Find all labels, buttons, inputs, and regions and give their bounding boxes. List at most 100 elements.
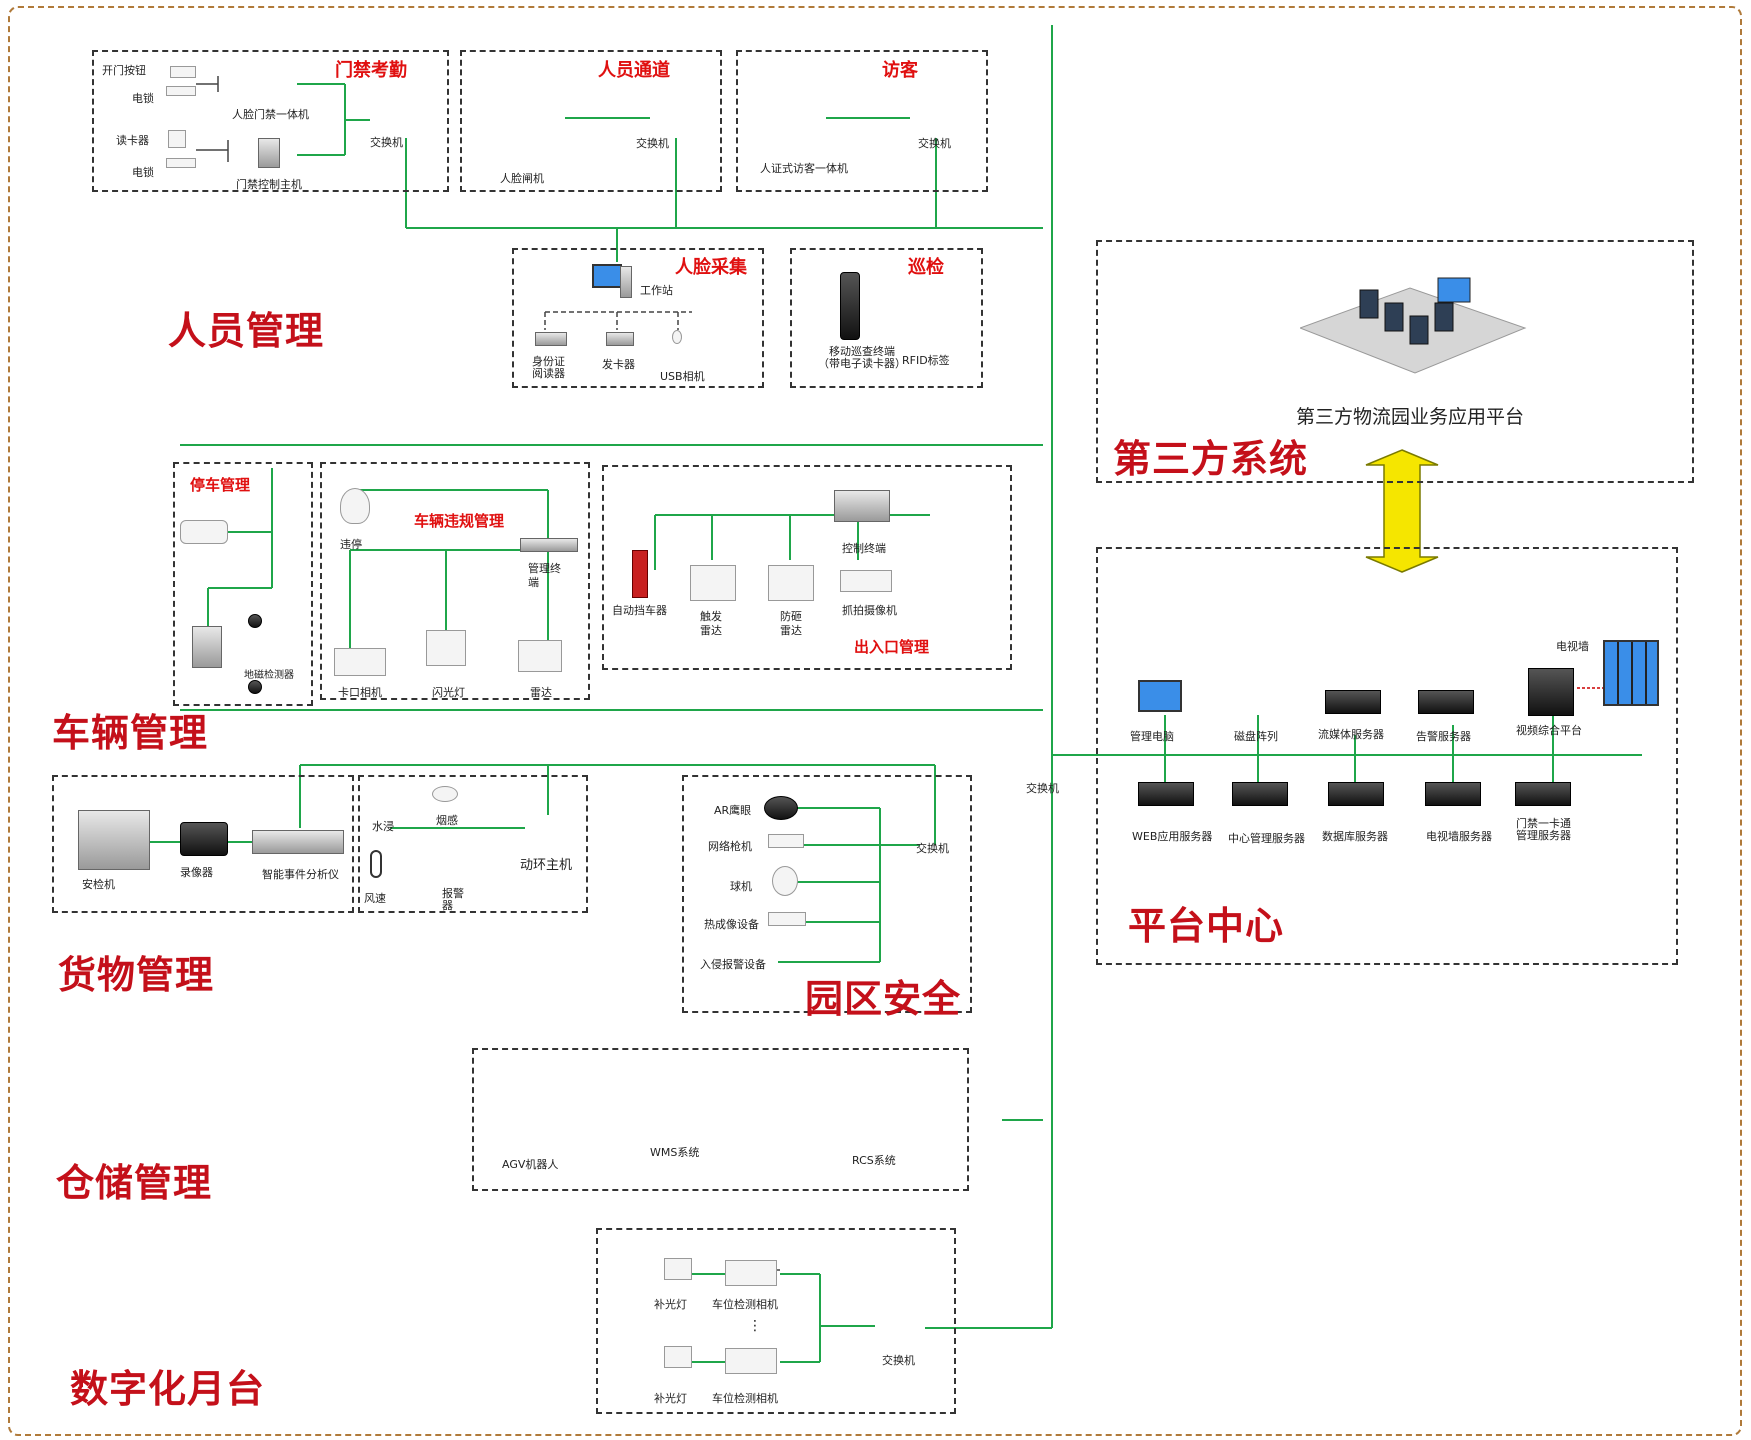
trigger-radar-label: 触发 雷达: [700, 610, 722, 637]
network-camera-icon: [768, 834, 804, 848]
sub-personnel-passage: 人员通道: [598, 60, 670, 81]
sub-face-capture: 人脸采集: [675, 257, 747, 278]
mgmt-terminal-label: 管理终 端: [528, 562, 561, 589]
web-server-label: WEB应用服务器: [1132, 830, 1213, 843]
space-camera-icon-1: [725, 1260, 777, 1286]
dome-camera-icon: [340, 488, 370, 524]
dome-icon: [772, 866, 798, 896]
fill-light-label-1: 补光灯: [654, 1298, 687, 1311]
access-switch-label: 交换机: [370, 136, 403, 149]
warehouse-box: [472, 1048, 969, 1191]
wind-label: 风速: [364, 892, 386, 905]
alarm-server-label: 告警服务器: [1416, 730, 1471, 743]
recorder-icon: [180, 822, 228, 856]
capture-camera-icon: [840, 570, 892, 592]
radar-label: 雷达: [530, 686, 552, 699]
double-arrow-icon: [1365, 449, 1439, 573]
thermal-label: 热成像设备: [704, 918, 759, 931]
streaming-server-icon: [1325, 690, 1381, 714]
section-cargo: 货物管理: [58, 953, 215, 997]
flash-light-icon: [426, 630, 466, 666]
disk-array-label: 磁盘阵列: [1234, 730, 1278, 743]
outer-frame: [8, 6, 1742, 1436]
parking-controller-icon: [192, 626, 222, 668]
xray-label: 安检机: [82, 878, 115, 891]
network-cam-label: 网络枪机: [708, 840, 752, 853]
geomagnetic-icon-2: [248, 680, 262, 694]
section-dock: 数字化月台: [70, 1367, 266, 1411]
mgmt-pc-icon: [1138, 680, 1182, 712]
checkpoint-label: 卡口相机: [338, 686, 382, 699]
section-third-party: 第三方系统: [1113, 437, 1309, 481]
usb-camera-icon: [672, 330, 682, 344]
water-label: 水浸: [372, 820, 394, 833]
sub-parking: 停车管理: [190, 476, 251, 494]
workstation-icon: [592, 264, 622, 288]
core-switch-label: 交换机: [1026, 782, 1059, 795]
visitor-terminal-label: 人证式访客一体机: [760, 162, 848, 175]
sub-access-attendance: 门禁考勤: [335, 60, 407, 81]
central-server-icon: [1232, 782, 1288, 806]
db-server-icon: [1328, 782, 1384, 806]
analyzer-icon: [252, 830, 344, 854]
barrier-icon: [632, 550, 648, 598]
third-party-platform-title: 第三方物流园业务应用平台: [1296, 406, 1525, 428]
rcs-label: RCS系统: [852, 1154, 896, 1167]
ar-camera-icon: [764, 796, 798, 820]
thermal-camera-icon: [768, 912, 806, 926]
video-wall-icon: [1603, 640, 1659, 706]
card-reader-icon: [168, 130, 186, 148]
parking-box: [173, 462, 313, 706]
fill-light-icon-2: [664, 1346, 692, 1368]
wms-label: WMS系统: [650, 1146, 700, 1159]
tvwall-server-icon: [1425, 782, 1481, 806]
access-controller-icon: [258, 138, 280, 168]
visitor-switch-label: 交换机: [918, 137, 951, 150]
streaming-label: 流媒体服务器: [1318, 728, 1384, 741]
fill-light-icon-1: [664, 1258, 692, 1280]
parking-camera-icon: [180, 520, 228, 544]
ar-label: AR鹰眼: [714, 804, 752, 817]
db-server-label: 数据库服务器: [1322, 830, 1388, 843]
mgmt-pc-label: 管理电脑: [1130, 730, 1174, 743]
usb-camera-label: USB相机: [660, 370, 705, 383]
barrier-label: 自动挡车器: [612, 604, 667, 617]
id-reader-label: 身份证 阅读器: [532, 355, 565, 380]
recorder-label: 录像器: [180, 866, 213, 879]
violation-box: [320, 462, 590, 700]
passage-switch-label: 交换机: [636, 137, 669, 150]
dome-label: 球机: [730, 880, 752, 893]
face-capture-box: [512, 248, 764, 388]
entrance-exit-box: [602, 465, 1012, 670]
space-camera-icon-2: [725, 1348, 777, 1374]
web-server-icon: [1138, 782, 1194, 806]
security-switch-label: 交换机: [916, 842, 949, 855]
card-issuer-icon: [606, 332, 634, 346]
agv-label: AGV机器人: [502, 1158, 559, 1171]
alarm-label: 报警 器: [442, 887, 464, 912]
third-party-box: [1096, 240, 1694, 483]
geomagnetic-label: 地磁检测器: [244, 670, 294, 681]
section-warehouse: 仓储管理: [56, 1161, 213, 1205]
platform-box: [1096, 547, 1678, 965]
mgmt-terminal-icon: [520, 538, 578, 552]
cargo-box: [52, 775, 354, 913]
geomagnetic-icon-1: [248, 614, 262, 628]
trigger-radar-icon: [690, 565, 736, 601]
smoke-label: 烟感: [436, 814, 458, 827]
capture-camera-label: 抓拍摄像机: [842, 604, 897, 617]
section-platform: 平台中心: [1128, 904, 1285, 948]
visitor-box: [736, 50, 988, 192]
card-reader-label: 读卡器: [116, 134, 149, 147]
xray-machine-icon: [78, 810, 150, 870]
personnel-passage-box: [460, 50, 722, 192]
workstation-label: 工作站: [640, 284, 673, 297]
door-button-icon: [170, 66, 196, 78]
electric-lock-icon-2: [166, 158, 196, 168]
video-platform-icon: [1528, 668, 1574, 716]
workstation-tower-icon: [620, 266, 632, 298]
tvwall-server-label: 电视墙服务器: [1426, 830, 1492, 843]
server-room-icon: [1300, 277, 1527, 374]
